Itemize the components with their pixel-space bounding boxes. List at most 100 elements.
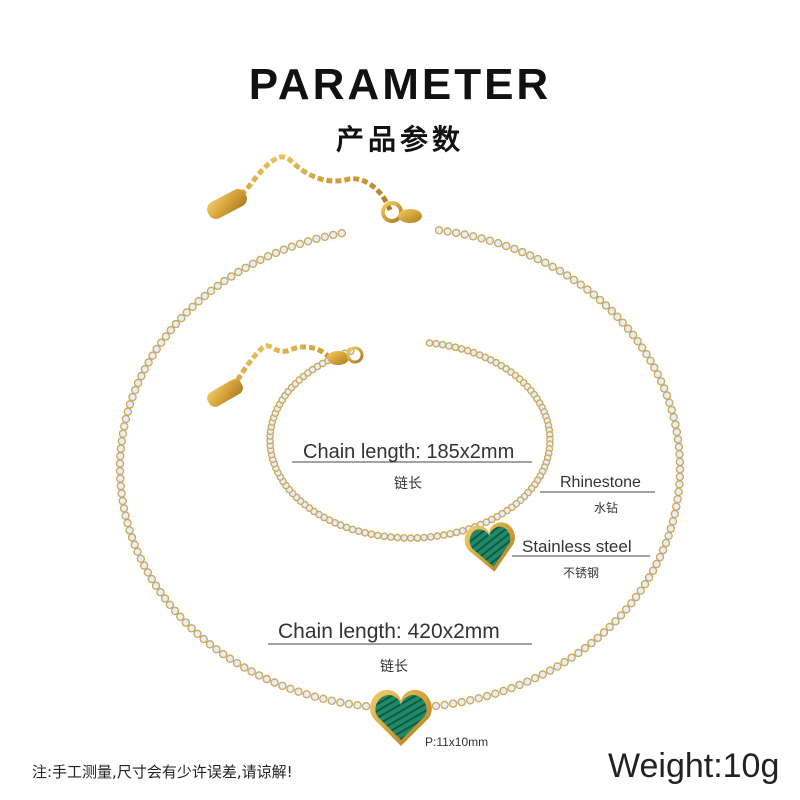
rhinestone-gem [140, 562, 148, 569]
rhinestone-gem [638, 344, 646, 351]
rhinestone-gem [354, 701, 361, 709]
rhinestone-gem [182, 619, 190, 626]
rhinestone-gem [539, 671, 547, 678]
rhinestone-gem [329, 231, 337, 239]
rhinestone-gem [306, 505, 313, 511]
rhinestone-gem [117, 452, 124, 460]
rhinestone-gem [248, 668, 255, 675]
rhinestone-gem [614, 313, 621, 321]
necklace-chain-length-label: Chain length: 420x2mm [278, 620, 500, 643]
rhinestone-gem [257, 256, 264, 264]
rhinestone-gem [464, 347, 471, 354]
rhinestone-gem [483, 519, 490, 526]
rhinestone-gem [516, 681, 523, 689]
rhinestone-gem [602, 302, 610, 309]
rhinestone-gem [149, 352, 156, 360]
rhinestone-gem [263, 675, 271, 683]
rhinestone-gem [434, 533, 441, 539]
rhinestone-gem [596, 296, 604, 304]
rhinestone-gem [675, 488, 682, 496]
rhinestone-gem [600, 629, 608, 636]
rhinestone-gem [264, 252, 272, 260]
necklace-extender [207, 154, 422, 223]
page-title: PARAMETER [248, 60, 552, 109]
rhinestone-gem [546, 667, 554, 674]
rhinestone-gem [316, 511, 322, 518]
rhinestone-gem [355, 528, 362, 535]
rhinestone-gem [541, 259, 549, 267]
rhinestone-gem [622, 606, 630, 613]
rhinestone-gem [494, 513, 500, 520]
rhinestone-gem [120, 505, 128, 512]
rhinestone-gem [118, 437, 126, 445]
rhinestone-gem [669, 517, 677, 525]
rhinestone-gem [470, 349, 477, 356]
rhinestone-gem [645, 574, 653, 581]
rhinestone-gem [570, 276, 578, 284]
rhinestone-gem [201, 292, 209, 300]
rhinestone-gem [453, 529, 460, 536]
rhinestone-gem [401, 535, 407, 541]
rhinestone-gem [241, 664, 248, 671]
pendant-size-label: P:11x10mm [425, 735, 489, 749]
rhinestone-gem [461, 231, 469, 238]
rhinestone-gem [214, 282, 221, 290]
clasp-ring [381, 201, 403, 223]
weight-label: Weight:10g [608, 747, 780, 785]
rhinestone-gem [138, 372, 145, 380]
rhinestone-gem [313, 235, 320, 243]
measurement-note: 注:手工测量,尺寸会有少许误差,请谅解! [32, 763, 293, 781]
rhinestone-gem [131, 541, 138, 549]
rhinestone-gem [534, 255, 542, 263]
necklace-heart-pendant [370, 689, 432, 746]
rhinestone-gem [336, 699, 344, 706]
rhinestone-gem [584, 286, 591, 293]
rhinestone-gem [676, 450, 683, 458]
rhinestone-gem [426, 340, 433, 346]
rhinestone-gem [523, 678, 531, 686]
rhinestone-gem [295, 688, 302, 696]
rhinestone-gem [177, 613, 184, 621]
bracelet-tag-charm [207, 379, 243, 407]
rhinestone-gem [662, 539, 670, 547]
rhinestone-gem [124, 408, 132, 416]
rhinestone-gem [508, 684, 515, 692]
rhinestone-gem [362, 529, 368, 536]
rhinestone-gem [486, 237, 494, 244]
rhinestone-gem [675, 443, 683, 451]
rhinestone-gem [498, 362, 505, 369]
rhinestone-gem [226, 655, 234, 663]
rhinestone-gem [619, 319, 627, 327]
rhinestone-gem [119, 430, 127, 438]
rhinestone-gem [554, 663, 561, 670]
rhinestone-gem [122, 512, 129, 520]
rhinestone-gem [167, 326, 175, 334]
rhinestone-gem [549, 263, 557, 271]
rhinestone-gem [157, 588, 164, 596]
rhinestone-gem [449, 700, 457, 707]
rhinestone-gem [612, 617, 619, 625]
rhinestone-gem [233, 659, 241, 667]
rhinestone-gem [659, 546, 667, 554]
rhinestone-gem [503, 365, 510, 372]
rhinestone-gem [653, 560, 660, 568]
rhinestone-gem [304, 369, 311, 376]
rhinestone-gem [117, 475, 124, 482]
rhinestone-gem [145, 359, 152, 366]
rhinestone-gem [311, 693, 319, 701]
rhinestone-gem [671, 510, 679, 518]
rhinestone-gem [116, 460, 124, 467]
rhinestone-gem [117, 482, 125, 490]
rhinestone-gem [116, 467, 124, 475]
rhinestone-gem [654, 371, 662, 378]
rhinestone-gem [432, 702, 440, 710]
rhinestone-gem [447, 531, 454, 537]
rhinestone-gem [188, 624, 195, 632]
rhinestone-gem [314, 363, 321, 370]
rhinestone-gem [362, 702, 370, 710]
rhinestone-gem [368, 531, 375, 538]
rhinestone-gem [563, 272, 571, 279]
rhinestone-gem [444, 228, 451, 235]
rhinestone-gem [157, 339, 165, 347]
bracelet-heart-pendant [464, 522, 515, 572]
